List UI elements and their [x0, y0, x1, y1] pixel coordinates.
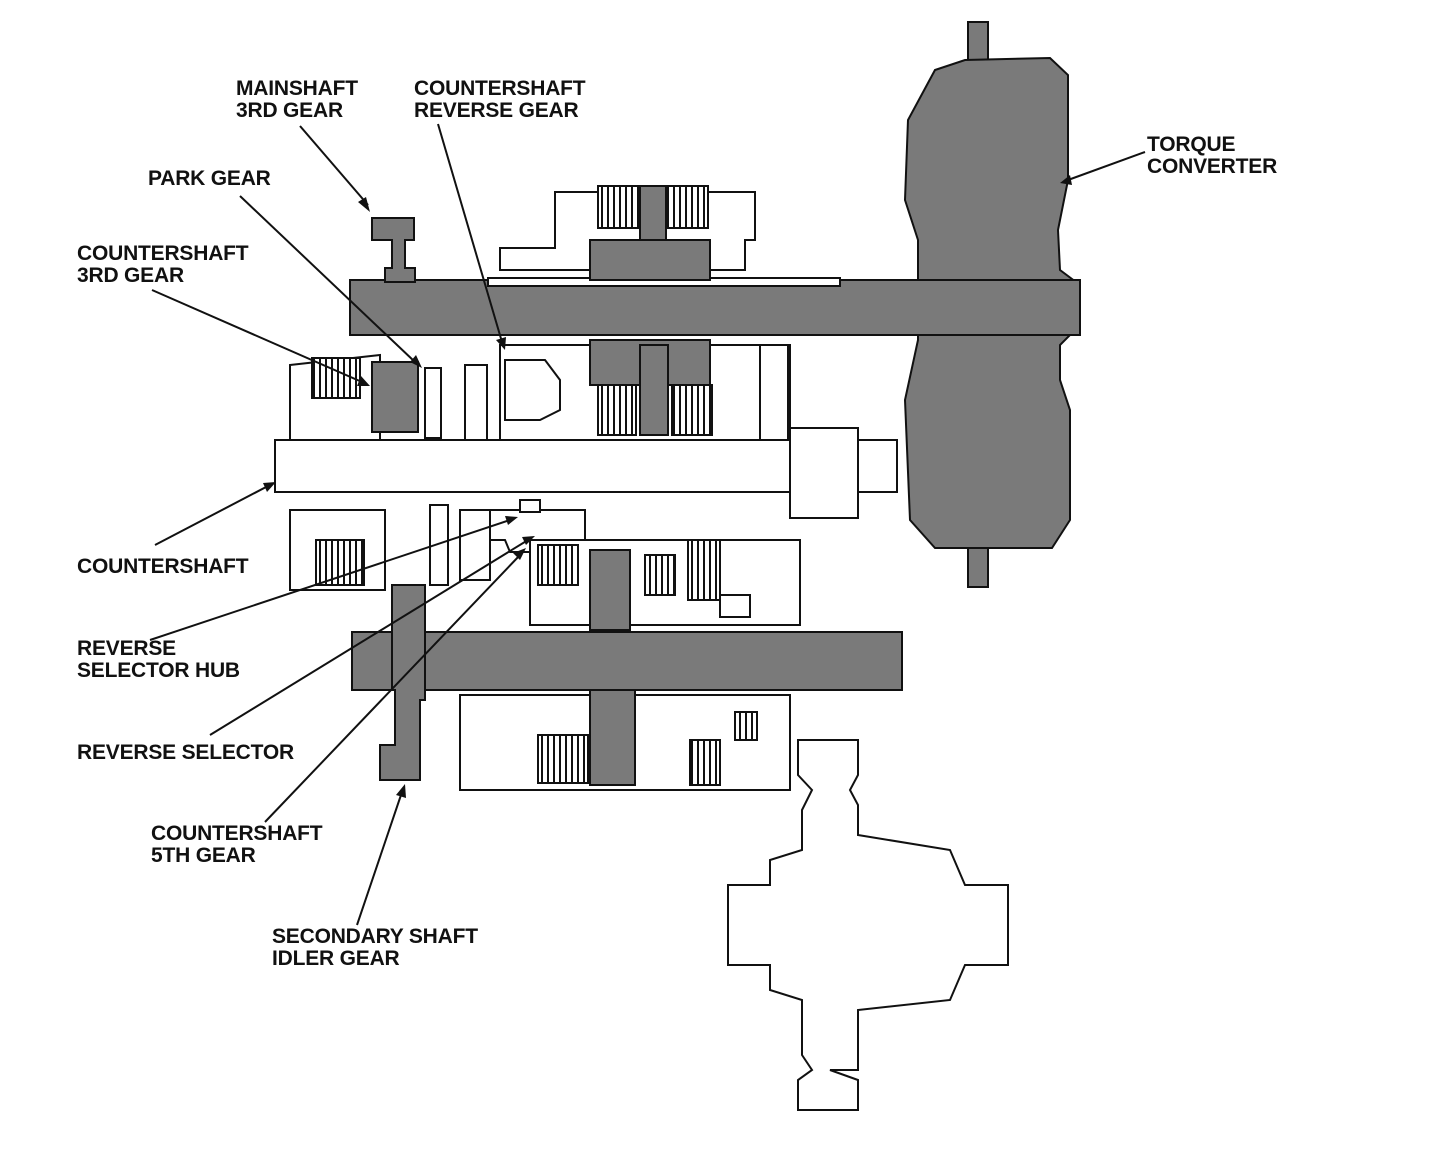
- label-line: 5TH GEAR: [151, 844, 256, 867]
- label-countershaft-3rd-gear: COUNTERSHAFT 3RD GEAR: [77, 242, 249, 287]
- leader-lines: [149, 123, 1146, 926]
- differential: [727, 739, 1009, 1111]
- mainshaft-3rd-gear: [371, 217, 416, 283]
- label-line: SELECTOR HUB: [77, 659, 240, 682]
- secondary-shaft: [351, 631, 903, 691]
- label-torque-converter: TORQUE CONVERTER: [1147, 134, 1277, 178]
- leader-mainshaft-3rd-gear: [299, 125, 369, 206]
- label-line: TORQUE: [1147, 133, 1236, 156]
- label-line: COUNTERSHAFT: [414, 77, 586, 100]
- label-line: COUNTERSHAFT: [151, 822, 323, 845]
- label-park-gear: PARK GEAR: [148, 168, 271, 190]
- mainshaft-clutch-assembly: [499, 185, 756, 281]
- leader-countershaft-reverse-gear: [437, 123, 503, 343]
- label-mainshaft-3rd-gear: MAINSHAFT 3RD GEAR: [236, 78, 358, 122]
- leader-countershaft: [154, 485, 269, 546]
- label-line: 3RD GEAR: [236, 99, 343, 122]
- label-countershaft-5th-gear: COUNTERSHAFT 5TH GEAR: [151, 822, 323, 867]
- label-reverse-selector: REVERSE SELECTOR: [77, 742, 294, 764]
- label-line: MAINSHAFT: [236, 77, 358, 100]
- label-line: IDLER GEAR: [272, 947, 400, 970]
- countershaft-3rd-gear: [289, 353, 419, 441]
- label-line: REVERSE SELECTOR: [77, 741, 294, 764]
- label-countershaft: COUNTERSHAFT: [77, 555, 249, 578]
- leader-reverse-selector: [209, 539, 529, 736]
- leader-countershaft-3rd-gear: [151, 289, 363, 383]
- leader-park-gear: [239, 195, 416, 363]
- mid-clutch-assembly: [464, 339, 791, 441]
- label-line: COUNTERSHAFT: [77, 555, 249, 578]
- leader-reverse-selector-hub: [149, 519, 511, 641]
- park-gear: [424, 367, 442, 439]
- label-line: PARK GEAR: [148, 167, 271, 190]
- mainshaft: [349, 277, 1081, 336]
- leader-torque-converter: [1067, 151, 1146, 181]
- secondary-clutch-assembly: [459, 689, 791, 791]
- label-line: COUNTERSHAFT: [77, 242, 249, 265]
- label-line: 3RD GEAR: [77, 264, 184, 287]
- countershaft-5th-gear: [529, 539, 801, 631]
- label-line: SECONDARY SHAFT: [272, 925, 478, 948]
- label-secondary-shaft-idler-gear: SECONDARY SHAFT IDLER GEAR: [272, 926, 478, 970]
- secondary-shaft-idler-gear: [379, 584, 426, 781]
- label-line: CONVERTER: [1147, 155, 1278, 178]
- label-line: REVERSE GEAR: [414, 99, 579, 122]
- leader-secondary-shaft-idler-gear: [356, 791, 403, 926]
- label-countershaft-reverse-gear: COUNTERSHAFT REVERSE GEAR: [414, 77, 586, 122]
- label-line: REVERSE: [77, 637, 176, 660]
- countershaft: [274, 427, 898, 519]
- label-reverse-selector-hub: REVERSE SELECTOR HUB: [77, 638, 240, 682]
- leader-countershaft-5th-gear: [264, 554, 521, 823]
